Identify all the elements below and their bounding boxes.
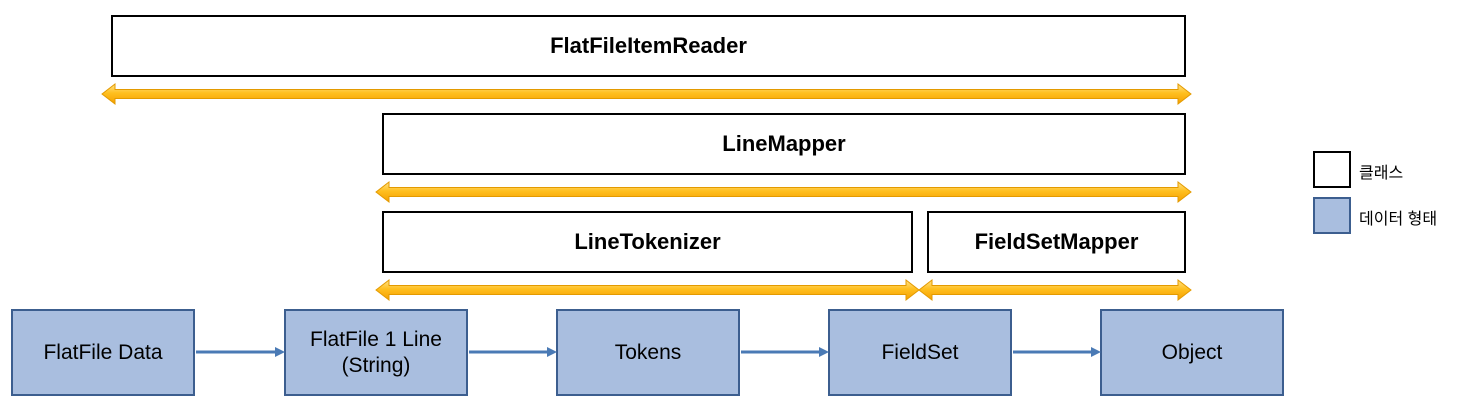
field-set-mapper-class: FieldSetMapper	[927, 211, 1186, 273]
legend-data-form-swatch	[1313, 197, 1351, 234]
flat-file-data-box: FlatFile Data	[11, 309, 195, 396]
object-box: Object	[1100, 309, 1284, 396]
legend-class-label: 클래스	[1359, 165, 1404, 182]
flat-file-data-label: FlatFile Data	[43, 340, 163, 364]
field-set-mapper-span-arrow	[918, 278, 1192, 302]
line-mapper-label: LineMapper	[722, 131, 846, 156]
legend-data-form-label: 데이터 형태	[1359, 211, 1438, 228]
flat-file-line-box: FlatFile 1 Line (String)	[284, 309, 468, 396]
flat-file-item-reader-label: FlatFileItemReader	[550, 33, 747, 58]
tokens-box: Tokens	[556, 309, 740, 396]
flat-file-line-type-label: (String)	[341, 353, 411, 377]
line-mapper-class: LineMapper	[382, 113, 1186, 175]
line-mapper-span-arrow	[375, 180, 1192, 204]
flat-file-item-reader-class: FlatFileItemReader	[111, 15, 1186, 77]
object-label: Object	[1161, 340, 1223, 364]
field-set-label: FieldSet	[881, 340, 959, 364]
field-set-box: FieldSet	[828, 309, 1012, 396]
field-set-mapper-label: FieldSetMapper	[974, 229, 1139, 254]
line-tokenizer-label: LineTokenizer	[574, 229, 721, 254]
legend-class-swatch	[1313, 151, 1351, 188]
tokens-label: Tokens	[614, 340, 682, 364]
line-tokenizer-span-arrow	[375, 278, 920, 302]
flat-file-item-reader-span-arrow	[101, 82, 1192, 106]
line-tokenizer-class: LineTokenizer	[382, 211, 913, 273]
flat-file-line-label: FlatFile 1 Line	[310, 328, 442, 352]
